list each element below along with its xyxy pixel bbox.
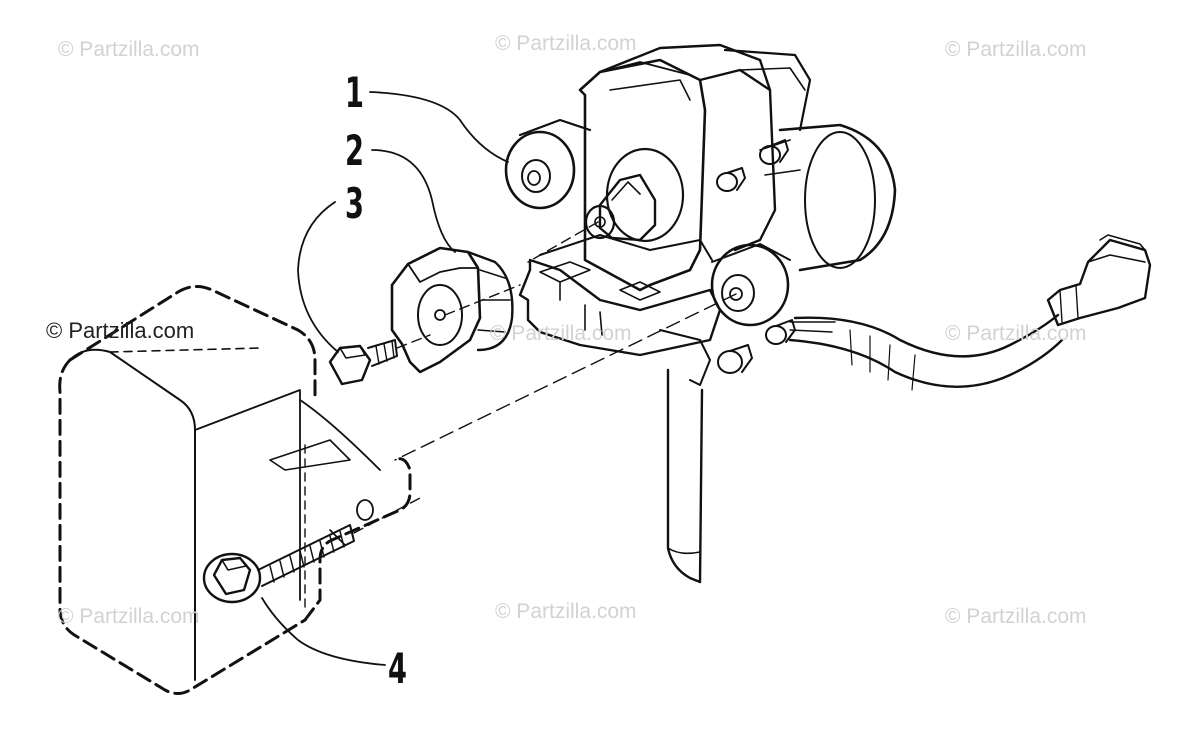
callout-leaders <box>261 91 509 666</box>
watermark-mid-right: © Partzilla.com <box>945 322 1087 345</box>
callout-3: 3 <box>345 179 364 228</box>
coupler-2 <box>390 246 521 374</box>
watermark-top-right: © Partzilla.com <box>945 38 1087 61</box>
cover-box <box>58 285 412 695</box>
callout-4: 4 <box>388 644 407 693</box>
bolt-4 <box>202 497 421 604</box>
watermark-top-center: © Partzilla.com <box>495 32 637 55</box>
callout-2: 2 <box>345 126 364 175</box>
callout-1: 1 <box>345 68 364 117</box>
watermark-mid-center: © Partzilla.com <box>490 322 632 345</box>
bolt-3 <box>328 334 431 386</box>
actuator-1 <box>394 43 1152 584</box>
watermark-bottom-left: © Partzilla.com <box>58 605 200 628</box>
watermark-bottom-center: © Partzilla.com <box>495 600 637 623</box>
watermark-bottom-right: © Partzilla.com <box>945 605 1087 628</box>
watermark-top-left: © Partzilla.com <box>58 38 200 61</box>
watermark-mid-left: © Partzilla.com <box>46 318 195 343</box>
